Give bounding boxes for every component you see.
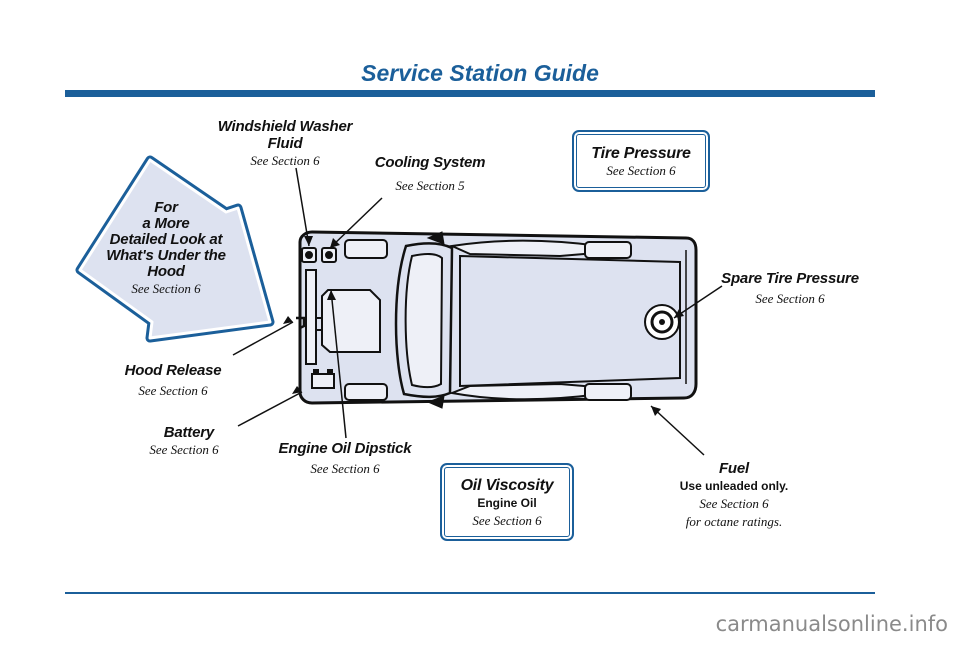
hood-callout-text: For a More Detailed Look at What's Under… — [86, 200, 246, 298]
oil-viscosity-see-section: See Section 6 — [472, 513, 542, 528]
footer-rule — [65, 592, 875, 594]
page-title: Service Station Guide — [361, 60, 599, 86]
oil-viscosity-sub: Engine Oil — [477, 496, 537, 510]
fuel-note: Use unleaded only. — [679, 479, 789, 493]
fuel-see-section: See Section 6 — [699, 496, 769, 511]
label-spare-tire-pressure: Spare Tire Pressure See Section 6 — [712, 270, 868, 308]
spare-see-section: See Section 6 — [755, 291, 825, 306]
spare-tire-icon — [644, 304, 680, 340]
leader-arrowheads — [283, 236, 684, 416]
dipstick-see-section: See Section 6 — [310, 461, 380, 476]
tire-pressure-name: Tire Pressure — [591, 145, 691, 162]
hood-callout-arrow — [75, 155, 275, 343]
header-rule — [65, 90, 875, 97]
oil-viscosity-name: Oil Viscosity — [460, 477, 554, 494]
tire-pressure-see-section: See Section 6 — [606, 163, 676, 178]
box-tire-pressure: Tire Pressure See Section 6 — [572, 130, 710, 192]
car-body — [298, 230, 698, 409]
callout-line-3: Detailed Look at — [109, 231, 223, 248]
battery-see-section: See Section 6 — [149, 442, 219, 457]
callout-line-1: For — [154, 199, 178, 216]
dipstick-name: Engine Oil Dipstick — [278, 440, 412, 457]
label-cooling-system: Cooling System See Section 5 — [360, 154, 500, 195]
washer-see-section: See Section 6 — [250, 153, 320, 168]
washer-line-1: Windshield Washer — [217, 118, 353, 135]
cooling-name: Cooling System — [374, 154, 486, 171]
engine-bay — [296, 247, 381, 389]
watermark: carmanualsonline.info — [715, 612, 948, 636]
cooling-see-section: See Section 5 — [395, 178, 465, 193]
label-windshield-washer: Windshield Washer Fluid See Section 6 — [205, 118, 365, 170]
hood-release-see-section: See Section 6 — [138, 383, 208, 398]
battery-name: Battery — [163, 424, 214, 441]
label-fuel: Fuel Use unleaded only. See Section 6 fo… — [664, 460, 804, 531]
callout-see-section: See Section 6 — [131, 281, 201, 296]
callout-line-4: What's Under the Hood — [106, 247, 226, 280]
hood-release-name: Hood Release — [124, 362, 222, 379]
label-battery: Battery See Section 6 — [134, 424, 234, 459]
label-hood-release: Hood Release See Section 6 — [118, 362, 228, 400]
label-engine-oil-dipstick: Engine Oil Dipstick See Section 6 — [270, 440, 420, 478]
box-oil-viscosity: Oil Viscosity Engine Oil See Section 6 — [440, 463, 574, 541]
fuel-name: Fuel — [718, 460, 750, 477]
fuel-see-section-2: for octane ratings. — [685, 514, 783, 529]
spare-name: Spare Tire Pressure — [721, 270, 859, 287]
leader-lines — [232, 167, 723, 456]
callout-line-2: a More — [142, 215, 190, 232]
washer-line-2: Fluid — [267, 135, 303, 152]
